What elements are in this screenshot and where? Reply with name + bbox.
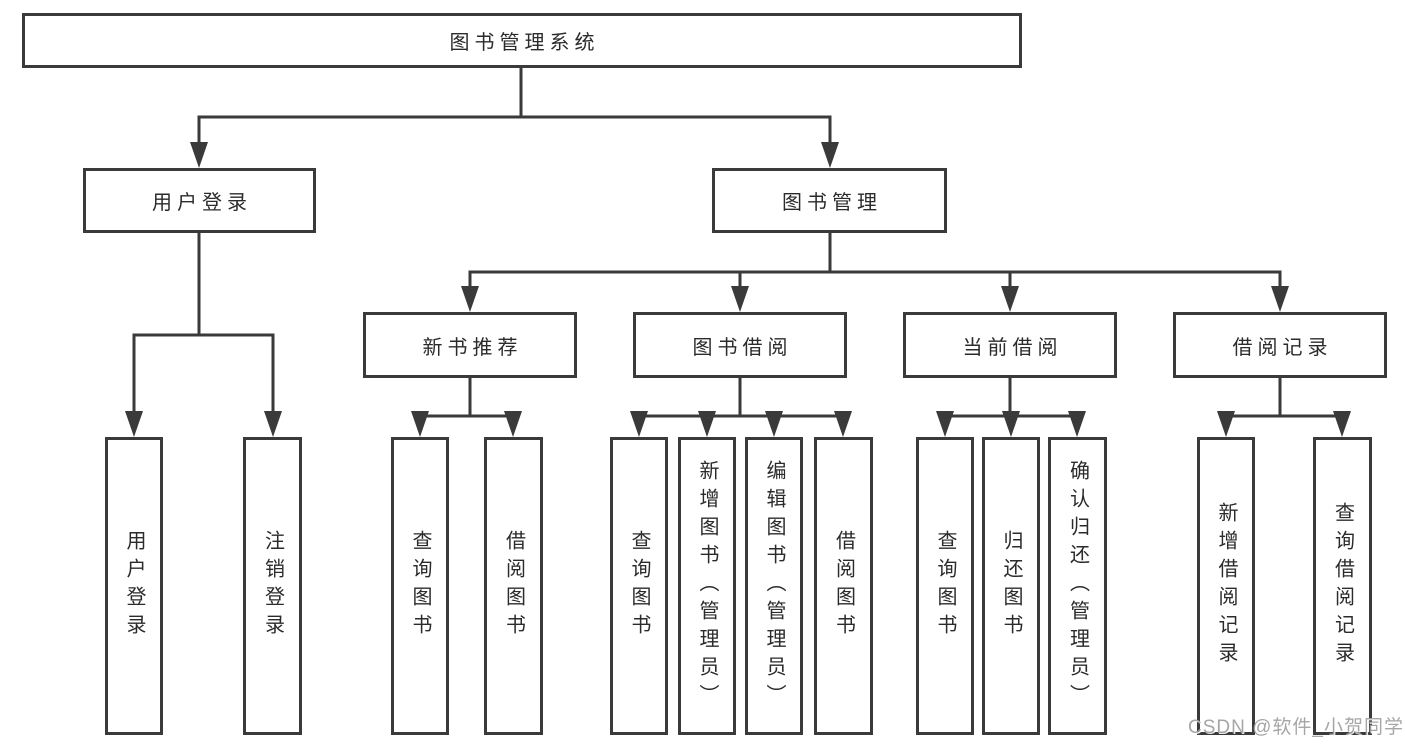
node-label: 新增借阅记录 bbox=[1215, 502, 1237, 670]
node-label: 用户登录 bbox=[152, 192, 252, 214]
node-label: 查询图书 bbox=[409, 530, 431, 642]
csdn-watermark: CSDN @软件_小贺同学 bbox=[1188, 717, 1404, 738]
node-label: 当前借阅 bbox=[962, 336, 1063, 359]
node-label: 编辑图书（管理员） bbox=[763, 460, 785, 712]
node-label: 借阅记录 bbox=[1232, 336, 1333, 359]
leaf-add-borrow-record: 新增借阅记录 bbox=[1197, 437, 1255, 735]
node-label: 查询图书 bbox=[628, 530, 650, 642]
leaf-return-books: 归还图书 bbox=[982, 437, 1040, 735]
node-user-login: 用户登录 bbox=[83, 168, 316, 233]
leaf-borrow-books-borrowing: 借阅图书 bbox=[814, 437, 873, 735]
node-label: 借阅图书 bbox=[502, 530, 525, 642]
node-label: 查询借阅记录 bbox=[1331, 502, 1354, 670]
node-label: 图书管理系统 bbox=[449, 32, 600, 54]
leaf-query-books-recommend: 查询图书 bbox=[391, 437, 449, 735]
node-label: 新书推荐 bbox=[422, 336, 523, 359]
node-book-borrowing: 图书借阅 bbox=[633, 312, 847, 378]
node-label: 新增图书（管理员） bbox=[696, 460, 718, 712]
leaf-logout: 注销登录 bbox=[243, 437, 302, 735]
node-book-management: 图书管理 bbox=[712, 168, 947, 233]
leaf-confirm-return-admin: 确认归还（管理员） bbox=[1048, 437, 1107, 735]
node-label: 确认归还（管理员） bbox=[1066, 460, 1089, 712]
leaf-query-books-current: 查询图书 bbox=[916, 437, 974, 735]
leaf-edit-books-admin: 编辑图书（管理员） bbox=[745, 437, 803, 735]
node-label: 借阅图书 bbox=[832, 530, 855, 642]
node-label: 注销登录 bbox=[261, 530, 284, 642]
leaf-user-login: 用户登录 bbox=[105, 437, 163, 735]
node-current-borrowing: 当前借阅 bbox=[903, 312, 1117, 378]
node-label: 图书管理 bbox=[782, 192, 882, 214]
leaf-query-books-borrowing: 查询图书 bbox=[610, 437, 668, 735]
leaf-query-borrow-record: 查询借阅记录 bbox=[1313, 437, 1372, 735]
node-label: 图书借阅 bbox=[692, 336, 793, 359]
leaf-add-books-admin: 新增图书（管理员） bbox=[678, 437, 736, 735]
node-borrowing-records: 借阅记录 bbox=[1173, 312, 1387, 378]
node-new-book-recommendation: 新书推荐 bbox=[363, 312, 577, 378]
leaf-borrow-books-recommend: 借阅图书 bbox=[484, 437, 543, 735]
node-label: 查询图书 bbox=[934, 530, 956, 642]
node-label: 用户登录 bbox=[123, 530, 145, 642]
node-label: 归还图书 bbox=[1000, 530, 1022, 642]
node-library-management-system: 图书管理系统 bbox=[22, 13, 1022, 68]
